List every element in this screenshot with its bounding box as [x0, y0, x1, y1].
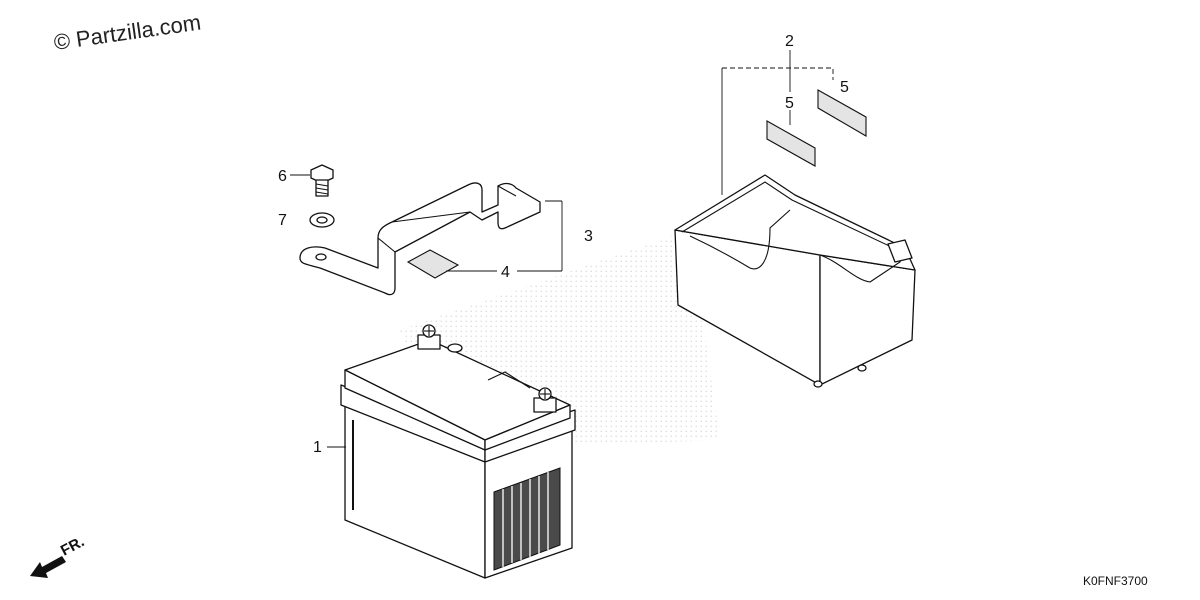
part-bolt[interactable] — [310, 164, 334, 197]
diagram-code: K0FNF3700 — [1083, 574, 1148, 588]
part-band-pad[interactable] — [406, 249, 460, 279]
part-battery[interactable] — [340, 324, 576, 579]
callout-4: 4 — [501, 264, 510, 281]
watermark: © Partzilla.com — [52, 10, 202, 55]
part-battery-band[interactable] — [299, 182, 541, 296]
part-case-label-right[interactable] — [817, 89, 867, 137]
part-washer[interactable] — [309, 212, 335, 228]
leader-lines — [290, 50, 834, 448]
callout-1: 1 — [313, 439, 322, 456]
part-battery-case[interactable] — [674, 174, 916, 388]
direction-label: FR. — [58, 533, 87, 559]
callout-7: 7 — [278, 212, 287, 229]
front-arrow-icon: FR. — [30, 533, 87, 578]
callout-5-left: 5 — [785, 95, 794, 112]
callout-2: 2 — [785, 33, 794, 50]
callout-3: 3 — [584, 228, 593, 245]
callout-5-right: 5 — [840, 79, 849, 96]
callout-6: 6 — [278, 168, 287, 185]
part-case-label-left[interactable] — [766, 120, 816, 167]
